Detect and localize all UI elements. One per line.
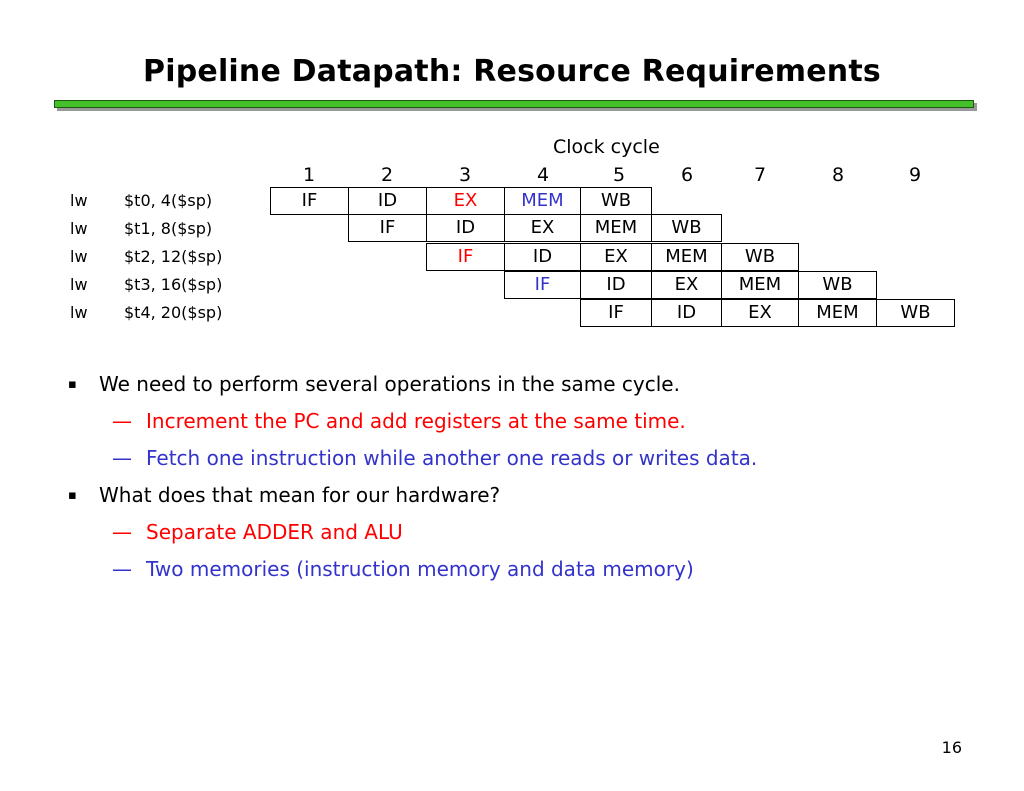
instruction-opcode: lw (70, 191, 88, 210)
stage-cell-mem: MEM (580, 214, 652, 242)
cycle-number: 8 (831, 164, 845, 186)
instruction-opcode: lw (70, 303, 88, 322)
cycle-number: 2 (380, 164, 394, 186)
stage-cell-mem: MEM (721, 271, 799, 299)
instruction-operands: $t4, 20($sp) (124, 303, 223, 322)
stage-cell-ex-highlighted: EX (426, 187, 505, 215)
stage-cell-wb: WB (876, 299, 955, 327)
stage-cell-id: ID (651, 299, 722, 327)
stage-cell-wb: WB (651, 214, 722, 242)
bullet-item: ▪ What does that mean for our hardware? (68, 477, 998, 514)
stage-cell-mem-highlighted: MEM (504, 187, 581, 215)
instruction-operands: $t1, 8($sp) (124, 219, 213, 238)
bullet-list: ▪ We need to perform several operations … (68, 366, 998, 588)
cycle-number: 9 (908, 164, 922, 186)
cycle-number: 5 (612, 164, 626, 186)
stage-cell-id: ID (580, 271, 652, 299)
square-bullet-icon: ▪ (68, 377, 77, 392)
bullet-item: ▪ We need to perform several operations … (68, 366, 998, 403)
stage-cell-wb: WB (580, 187, 652, 215)
sub-bullet-item: — Two memories (instruction memory and d… (68, 551, 998, 588)
cycle-number: 4 (536, 164, 550, 186)
instruction-opcode: lw (70, 247, 88, 266)
stage-cell-id: ID (426, 214, 505, 242)
sub-bullet-item: — Increment the PC and add registers at … (68, 403, 998, 440)
instruction-operands: $t2, 12($sp) (124, 247, 223, 266)
sub-bullet-item: — Fetch one instruction while another on… (68, 440, 998, 477)
instruction-opcode: lw (70, 275, 88, 294)
stage-cell-wb: WB (721, 243, 799, 271)
cycle-number: 7 (753, 164, 767, 186)
sub-bullet-item: — Separate ADDER and ALU (68, 514, 998, 551)
bullet-text: We need to perform several operations in… (99, 372, 680, 396)
instruction-operands: $t3, 16($sp) (124, 275, 223, 294)
cycle-number: 6 (680, 164, 694, 186)
stage-cell-if-highlighted: IF (426, 243, 505, 271)
stage-cell-wb: WB (798, 271, 877, 299)
sub-bullet-text: Fetch one instruction while another one … (146, 446, 758, 470)
sub-bullet-text: Separate ADDER and ALU (146, 520, 403, 544)
stage-cell-if: IF (348, 214, 427, 242)
dash-bullet-icon: — (112, 557, 132, 581)
sub-bullet-text: Increment the PC and add registers at th… (146, 409, 686, 433)
stage-cell-mem: MEM (651, 243, 722, 271)
stage-cell-mem: MEM (798, 299, 877, 327)
stage-cell-ex: EX (504, 214, 581, 242)
stage-cell-if: IF (580, 299, 652, 327)
slide-title: Pipeline Datapath: Resource Requirements (143, 54, 881, 89)
cycle-number: 1 (302, 164, 316, 186)
stage-cell-if-highlighted: IF (504, 271, 581, 299)
stage-cell-id: ID (504, 243, 581, 271)
stage-cell-ex: EX (651, 271, 722, 299)
stage-cell-if: IF (270, 187, 349, 215)
stage-cell-id: ID (348, 187, 427, 215)
square-bullet-icon: ▪ (68, 488, 77, 503)
instruction-operands: $t0, 4($sp) (124, 191, 213, 210)
instruction-opcode: lw (70, 219, 88, 238)
sub-bullet-text: Two memories (instruction memory and dat… (146, 557, 694, 581)
stage-cell-ex: EX (580, 243, 652, 271)
stage-cell-ex: EX (721, 299, 799, 327)
clock-cycle-label: Clock cycle (553, 136, 660, 158)
dash-bullet-icon: — (112, 409, 132, 433)
bullet-text: What does that mean for our hardware? (99, 483, 501, 507)
dash-bullet-icon: — (112, 520, 132, 544)
title-underline-bar (54, 100, 974, 108)
page-number: 16 (941, 738, 962, 757)
dash-bullet-icon: — (112, 446, 132, 470)
cycle-number: 3 (458, 164, 472, 186)
